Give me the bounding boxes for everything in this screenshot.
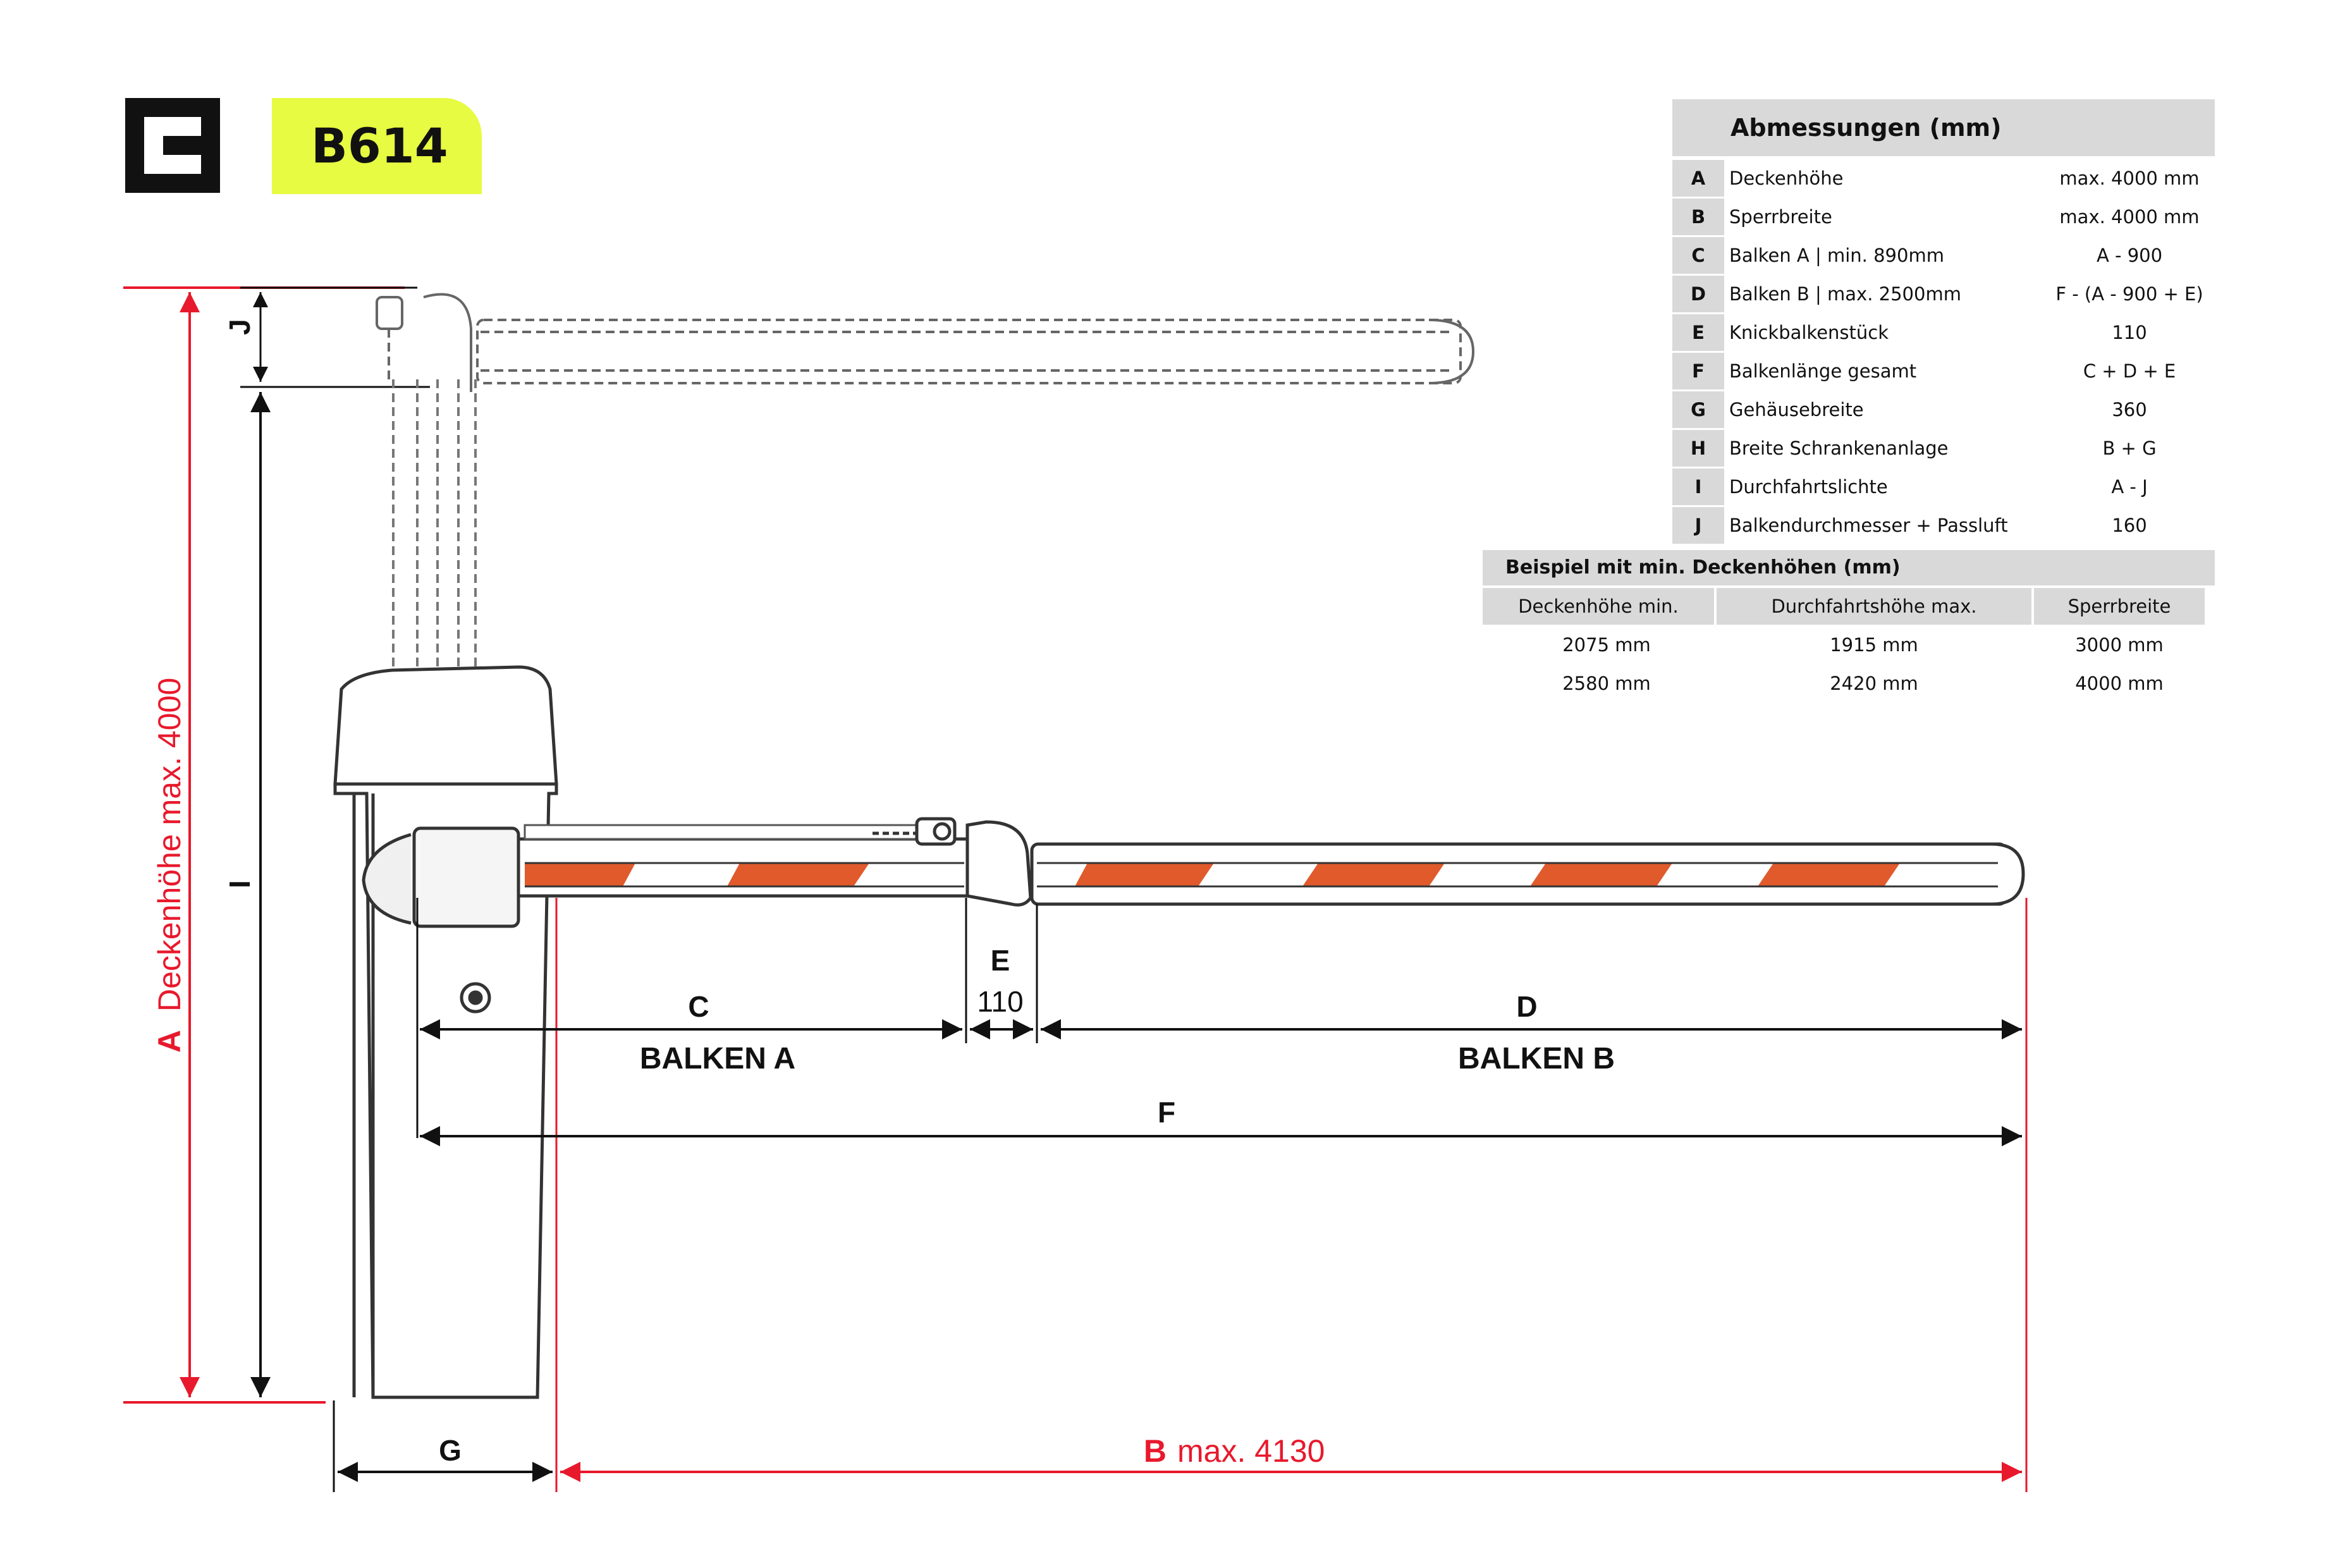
table-title: Abmessungen (mm)	[1672, 99, 2215, 156]
dimension-key: E	[1672, 314, 1724, 351]
example-column-header: Deckenhöhe min.	[1483, 588, 1714, 625]
dimension-key: H	[1672, 430, 1724, 467]
dimension-key: C	[1672, 237, 1724, 274]
dimension-a-label: Deckenhöhe max. 4000	[152, 678, 187, 1012]
example-title: Beispiel mit min. Deckenhöhen (mm)	[1483, 550, 2215, 585]
dimension-e-value: 110	[977, 985, 1023, 1018]
dimension-j-label: J	[223, 319, 256, 335]
dimension-d-label: D	[1516, 990, 1537, 1023]
dimension-b-label: max. 4130	[1177, 1433, 1325, 1469]
dimension-key: J	[1672, 507, 1724, 544]
example-cell: 2075 mm	[1499, 627, 1714, 663]
dimension-f-label: F	[1158, 1096, 1175, 1129]
beam-b-stripes	[1075, 863, 1900, 886]
beam-a-stripes	[525, 863, 869, 886]
dimension-value: 110	[2044, 314, 2215, 351]
dimension-value: C + D + E	[2044, 353, 2215, 389]
dimension-i-label: I	[223, 880, 256, 888]
example-cell: 4000 mm	[2034, 665, 2205, 702]
dimension-label: Deckenhöhe	[1727, 160, 2042, 197]
dimension-value: 360	[2044, 391, 2215, 428]
dimension-label: Sperrbreite	[1727, 199, 2042, 235]
dimension-g-label: G	[439, 1434, 462, 1467]
beam-a	[517, 824, 969, 898]
dimension-c-label: C	[688, 990, 709, 1023]
example-cell: 2420 mm	[1717, 665, 2031, 702]
dimension-key: I	[1672, 469, 1724, 505]
dimension-key: G	[1672, 391, 1724, 428]
dimension-value: A - J	[2044, 469, 2215, 505]
balken-b-label: BALKEN B	[1458, 1042, 1615, 1075]
dimension-e-label: E	[991, 944, 1010, 977]
knuckle-joint	[873, 817, 1032, 907]
extension-lines	[333, 898, 2028, 1492]
example-cell: 3000 mm	[2034, 627, 2205, 663]
beam-b	[1030, 842, 2025, 906]
dimension-label: Gehäusebreite	[1727, 391, 2042, 428]
dimension-label: Durchfahrtslichte	[1727, 469, 2042, 505]
balken-a-label: BALKEN A	[640, 1042, 795, 1075]
dimension-key: D	[1672, 276, 1724, 312]
dimension-value: 160	[2044, 507, 2215, 544]
dimension-value: max. 4000 mm	[2044, 160, 2215, 197]
dimension-key: F	[1672, 353, 1724, 389]
dimension-label: Balken A | min. 890mm	[1727, 237, 2042, 274]
example-cell: 2580 mm	[1499, 665, 1714, 702]
dimension-label: Balkenlänge gesamt	[1727, 353, 2042, 389]
example-cell: 1915 mm	[1717, 627, 2031, 663]
dimension-value: F - (A - 900 + E)	[2044, 276, 2215, 312]
dimension-j	[240, 286, 430, 388]
dimension-label: Balken B | max. 2500mm	[1727, 276, 2042, 312]
dimension-label: Knickbalkenstück	[1727, 314, 2042, 351]
example-column-header: Sperrbreite	[2034, 588, 2205, 625]
dimension-key: A	[1672, 160, 1724, 197]
model-tag: B614	[272, 98, 482, 194]
dimension-label: Breite Schrankenanlage	[1727, 430, 2042, 467]
raised-beam	[376, 293, 1475, 392]
dimension-a-key: A	[152, 1030, 187, 1053]
dimension-value: B + G	[2044, 430, 2215, 467]
dimension-key: B	[1672, 199, 1724, 235]
dimension-value: A - 900	[2044, 237, 2215, 274]
dimension-value: max. 4000 mm	[2044, 199, 2215, 235]
dimension-label: Balkendurchmesser + Passluft	[1727, 507, 2042, 544]
dimension-b-key: B	[1144, 1433, 1167, 1469]
example-table: Beispiel mit min. Deckenhöhen (mm) Decke…	[1483, 550, 2216, 702]
example-column-header: Durchfahrtshöhe max.	[1717, 588, 2031, 625]
barrier-housing	[333, 665, 558, 1399]
example-header-row: Deckenhöhe min.Durchfahrtshöhe max.Sperr…	[1483, 588, 2216, 625]
